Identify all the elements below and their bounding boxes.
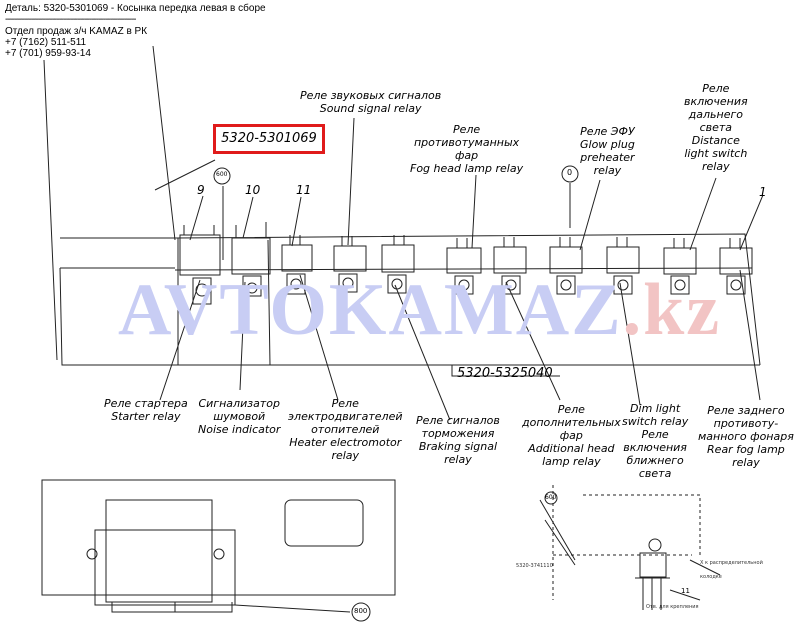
callout-10: 10 [245, 183, 261, 197]
relay-mount-nuts [192, 273, 746, 305]
sales-department: Отдел продаж з/ч KAMAZ в РК [5, 26, 148, 37]
part-title: Деталь: 5320-5301069 - Косынка передка л… [5, 3, 266, 14]
relay-blocks [179, 234, 753, 276]
callout-11-detail: 11 [681, 587, 690, 595]
svg-text:Отв. для крепления: Отв. для крепления [646, 604, 699, 610]
callout-11: 11 [296, 183, 312, 197]
watermark-brand: AVTOKAMAZ [118, 269, 623, 351]
svg-text:5320-3741110: 5320-3741110 [516, 563, 553, 569]
svg-text:Х к распределительной: Х к распределительной [700, 559, 763, 566]
callout-800: 800 [354, 607, 368, 615]
highlighted-part-number: 5320-5301069 [221, 131, 317, 146]
svg-text:колодке: колодке [700, 574, 722, 580]
phone-number-1: +7 (7162) 511-511 [5, 37, 87, 48]
callout-0: 0 [567, 168, 573, 177]
callout-600-top: 600 [216, 171, 228, 178]
callout-1: 1 [759, 185, 767, 199]
highlighted-part-box[interactable]: 5320-5301069 [213, 124, 325, 154]
callout-600-bottom: 600 [545, 494, 557, 501]
assembly-part-number: 5320-5325040 [457, 366, 553, 381]
watermark: AVTOKAMAZ.kz [118, 268, 721, 353]
callout-9: 9 [197, 183, 205, 197]
separator-line: ----------------------------------------… [5, 14, 136, 25]
watermark-domain: .kz [622, 269, 722, 351]
phone-number-2: +7 (701) 959-93-14 [5, 48, 91, 59]
